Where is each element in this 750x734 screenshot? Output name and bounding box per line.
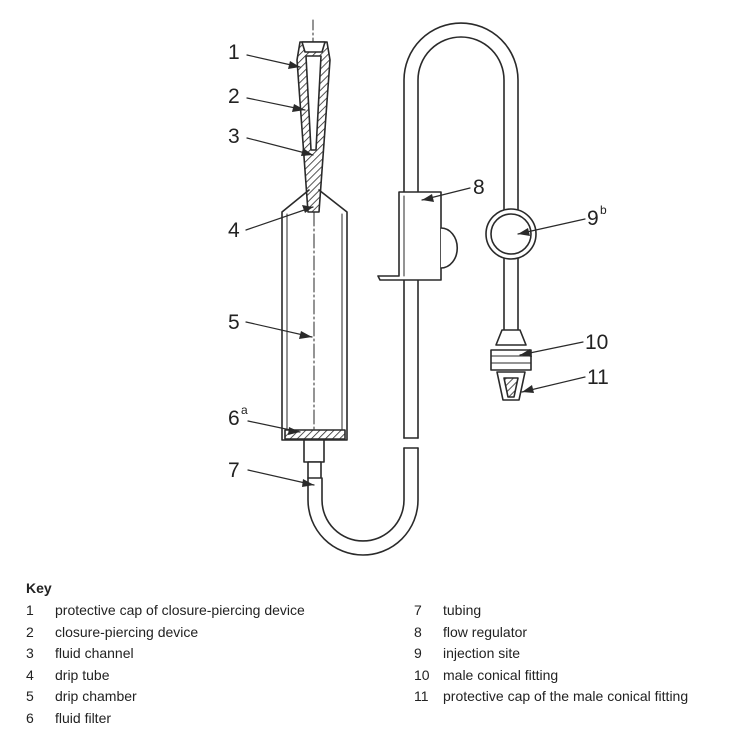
leader-arrowheads [288,61,534,487]
key-item-label: tubing [443,602,482,618]
key-item-number: 5 [26,688,34,705]
key-item-label: male conical fitting [443,666,559,683]
callout-9-superscript: b [600,203,607,217]
key-item-label: fluid channel [55,645,134,662]
key-item: 3 fluid channel [26,643,305,665]
callout-1: 1 [228,41,240,64]
callout-4: 4 [228,219,240,242]
key-item: 9 injection site [414,643,688,665]
male-conical-fitting [490,329,532,371]
key-item: 8 flow regulator [414,622,688,644]
key-item-number: 1 [26,602,34,618]
key-item-label: drip chamber [55,688,137,705]
key-item-number: 9 [414,645,422,662]
infusion-set-diagram: 1 2 3 4 5 6 a 7 8 9 b 10 11 [228,19,609,556]
key-item-number: 8 [414,623,422,640]
key-column-left: 1 protective cap of closure-piercing devi… [26,600,305,730]
key-item-number: 3 [26,645,34,662]
key-item-label: injection site [443,645,521,662]
key-item: 5 drip chamber [26,686,305,708]
injection-site [485,208,537,260]
callout-11: 11 [587,366,609,389]
key-item-label: protective cap of the male conical fitti… [443,688,689,705]
key-item-label: protective cap of closure-piercing devic… [55,602,305,618]
key-item-label: flow regulator [443,623,528,640]
callout-5: 5 [228,311,240,334]
chamber-outlet [303,439,325,479]
key-item: 1 protective cap of closure-piercing devi… [26,600,305,622]
tubing-lower-loop [307,447,419,556]
key-title: Key [26,580,52,596]
key-item: 4 drip tube [26,665,305,687]
key-item: 6 fluid filter [26,708,305,730]
callout-2: 2 [228,85,240,108]
key-item-number: 4 [26,666,34,683]
callout-6: 6 [228,407,240,430]
key-item-label: closure-piercing device [55,623,199,640]
tubing-upper-loop [403,22,519,439]
callout-6-superscript: a [241,403,248,417]
callout-10: 10 [585,331,608,354]
key-item-number: 6 [26,709,34,726]
key-item: 10 male conical fitting [414,665,688,687]
callout-7: 7 [228,459,240,482]
key-item-number: 11 [414,688,429,705]
callout-3: 3 [228,125,240,148]
key-item: 11 protective cap of the male conical fit… [414,686,688,708]
key-item-label: fluid filter [55,709,112,726]
drip-chamber [281,189,348,441]
callout-8: 8 [473,176,485,199]
key-item-number: 10 [414,666,430,683]
fluid-filter [284,429,346,440]
callout-9: 9 [587,207,599,230]
key-item-label: drip tube [55,666,110,683]
key-item: 2 closure-piercing device [26,622,305,644]
flow-regulator [377,191,458,281]
closure-piercing-device [296,19,331,213]
key-item-number: 2 [26,623,34,640]
key-item: 7 tubing [414,600,688,622]
key-item-number: 7 [414,602,422,618]
male-conical-fitting-cap [496,371,526,401]
